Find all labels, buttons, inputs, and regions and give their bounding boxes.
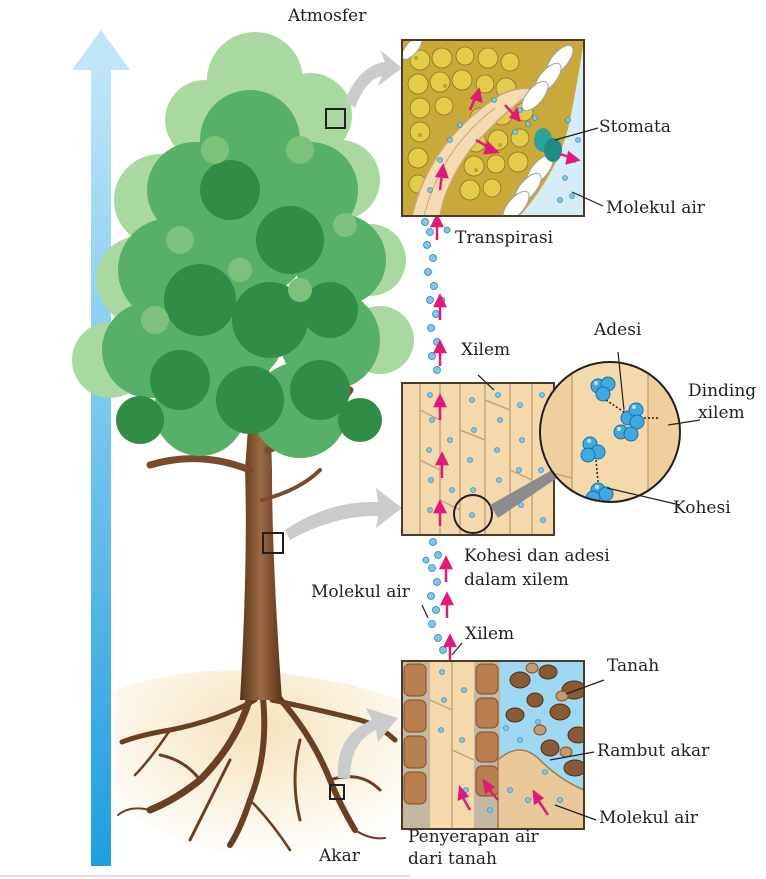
label-kohesi-adesi-line2: dalam xilem (464, 570, 569, 590)
label-penyerapan-line2: dari tanah (408, 849, 497, 869)
label-molekul-air-stem: Molekul air (311, 582, 410, 602)
label-akar: Akar (319, 846, 360, 866)
label-kohesi-adesi-line1: Kohesi dan adesi (464, 546, 610, 566)
label-rambut-akar: Rambut akar (597, 741, 709, 761)
label-molekul-air-leaf: Molekul air (606, 198, 705, 218)
xylem-panel (402, 383, 560, 535)
label-molekul-air-root: Molekul air (599, 808, 698, 828)
root-soil-panel (402, 661, 588, 829)
leaf-cross-section-panel (398, 33, 584, 225)
label-tanah: Tanah (607, 656, 659, 676)
label-adesi: Adesi (594, 320, 641, 340)
label-transpirasi: Transpirasi (455, 228, 553, 248)
stem-pointer-arrow (285, 488, 402, 540)
tree-canopy (72, 32, 414, 458)
label-stomata: Stomata (599, 117, 671, 137)
label-penyerapan-line1: Penyerapan air (408, 827, 539, 847)
leaf-pointer-arrow (345, 50, 402, 108)
label-xilem-top: Xilem (461, 340, 510, 360)
adhesion-cohesion-magnified-circle (540, 362, 680, 505)
label-dinding-xilem-line1: Dinding (688, 381, 756, 401)
label-xilem-bottom: Xilem (465, 624, 514, 644)
label-kohesi: Kohesi (673, 498, 731, 518)
label-atmosfer: Atmosfer (288, 6, 366, 26)
label-dinding-xilem-line2: xilem (698, 403, 745, 423)
